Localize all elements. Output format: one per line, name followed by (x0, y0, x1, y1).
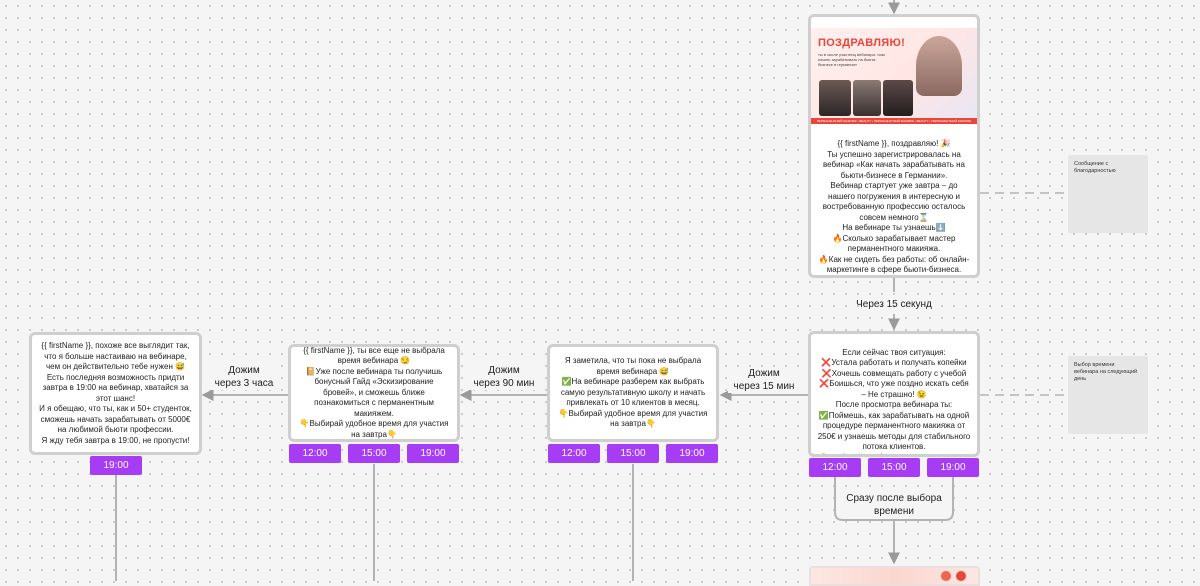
group-photo (819, 79, 851, 116)
situation-message-card[interactable]: Если сейчас твоя ситуация: ❌Устала работ… (808, 331, 980, 457)
situation-text: Если сейчас твоя ситуация: ❌Устала работ… (817, 347, 971, 457)
time-button-1500[interactable]: 15:00 (607, 444, 659, 463)
reminder2-text: {{ firstName }}, ты все еще не выбрала в… (299, 345, 449, 439)
decor-dot (941, 571, 951, 581)
next-message-preview (809, 566, 980, 586)
time-button-1900[interactable]: 19:00 (666, 444, 718, 463)
greeting-text: {{ firstName }}, поздравляю! 🎉 Ты успешн… (818, 139, 970, 274)
time-button-1500[interactable]: 15:00 (868, 458, 920, 477)
reminder3-message-card[interactable]: {{ firstName }}, похоже все выглядит так… (29, 332, 202, 455)
banner-strip: ПЕРМАНЕНТНЫЙ МАКИЯЖ • BEAUTY • ПЕРМАНЕНТ… (811, 117, 977, 124)
delay-label-15min: Дожим через 15 мин (728, 367, 800, 393)
reminder1-message-card[interactable]: Я заметила, что ты пока не выбрала время… (547, 344, 719, 442)
delay-label-15s: Через 15 секунд (856, 299, 932, 310)
banner-subtitle: ты в числе участниц вебинара: «как начат… (818, 51, 885, 67)
time-button-1900[interactable]: 19:00 (90, 456, 142, 475)
note-choose-time: Выбор времени вебинара на следующий день (1068, 356, 1148, 434)
reminder3-text: {{ firstName }}, похоже все выглядит так… (39, 341, 192, 445)
time-button-1500[interactable]: 15:00 (348, 444, 400, 463)
reminder2-message-card[interactable]: {{ firstName }}, ты все еще не выбрала в… (288, 344, 460, 442)
group-photo (883, 79, 913, 116)
time-button-1200[interactable]: 12:00 (548, 444, 600, 463)
delay-label-3h: Дожим через 3 часа (208, 364, 280, 390)
greeting-banner-image: ПОЗДРАВЛЯЮ! ты в числе участниц вебинара… (811, 27, 977, 126)
group-photo (853, 79, 881, 116)
time-button-1900[interactable]: 19:00 (407, 444, 459, 463)
delay-label-after-choice: Сразу после выбора времени (838, 492, 950, 518)
time-button-1900[interactable]: 19:00 (927, 458, 979, 477)
note-thanks: Сообщение с благодарностью (1068, 155, 1148, 233)
time-button-1200[interactable]: 12:00 (809, 458, 861, 477)
banner-title: ПОЗДРАВЛЯЮ! (818, 36, 906, 49)
time-button-1200[interactable]: 12:00 (289, 444, 341, 463)
portrait-photo (916, 35, 962, 96)
decor-dot (956, 571, 966, 581)
reminder1-text: Я заметила, что ты пока не выбрала время… (558, 356, 708, 429)
delay-label-90min: Дожим через 90 мин (468, 364, 540, 390)
greeting-message-card[interactable]: ПОЗДРАВЛЯЮ! ты в числе участниц вебинара… (808, 14, 980, 278)
